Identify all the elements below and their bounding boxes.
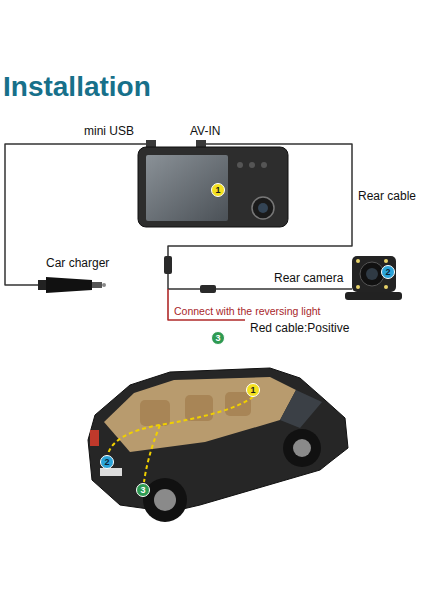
camera-mount [345, 292, 402, 300]
cable-route [144, 425, 160, 482]
callout-fill [247, 384, 260, 397]
charger-nib [102, 283, 106, 287]
charger-body [46, 277, 92, 293]
wiring [5, 144, 352, 320]
car-wheel [293, 439, 311, 457]
camera-wire [216, 288, 352, 290]
cable-route [108, 397, 253, 454]
car-seat [225, 392, 251, 416]
callout-number: 3 [140, 486, 145, 495]
car-wheel [283, 429, 321, 467]
camera-body [352, 256, 396, 292]
car-interior [104, 377, 296, 452]
callout-fill [382, 266, 395, 279]
dash-cam-lens [252, 197, 274, 219]
car-charger [38, 277, 106, 293]
callout-fill [137, 484, 150, 497]
callout-circle: 2 [381, 265, 395, 279]
callout-circle: 1 [211, 183, 225, 197]
dash-cam-screen [146, 155, 228, 221]
cable-label: Rear cable [358, 190, 416, 204]
camera-led [356, 285, 360, 289]
car-wheel [154, 489, 176, 511]
part-label: Rear camera [274, 272, 343, 286]
tail-light [90, 430, 99, 446]
dash-cam-button [249, 162, 255, 168]
camera-lens [366, 268, 378, 280]
camera-lens [360, 262, 384, 286]
callout-number: 3 [215, 334, 220, 343]
callout-circle: 3 [136, 483, 150, 497]
cable-connector [164, 256, 172, 274]
rear-camera [345, 256, 402, 300]
camera-led [384, 285, 388, 289]
license-plate [100, 468, 122, 476]
callout-number: 2 [385, 268, 390, 277]
camera-led [356, 259, 360, 263]
callout-circle: 3 [211, 331, 225, 345]
port-label: mini USB [84, 125, 134, 139]
camera-led [384, 259, 388, 263]
port-label: AV-IN [190, 125, 220, 139]
cable-connector [200, 285, 216, 293]
charger-tip [92, 282, 102, 288]
title: Installation [3, 72, 151, 103]
wiring-note: Connect with the reversing light [174, 305, 321, 317]
car-seat [140, 400, 170, 426]
charger-cap [38, 280, 46, 290]
cable-label: Red cable:Positive [250, 322, 349, 336]
car-windshield [280, 390, 322, 428]
callout-circle: 2 [100, 455, 114, 469]
part-label: Car charger [46, 257, 109, 271]
dash-cam-body [138, 147, 288, 227]
power-wire [5, 144, 146, 285]
car-wheel [143, 478, 187, 522]
callout-fill [212, 332, 225, 345]
car-body [88, 368, 348, 512]
callout-fill [101, 456, 114, 469]
dash-cam-button [261, 162, 267, 168]
car-illustration [88, 368, 348, 522]
callout-number: 1 [250, 386, 255, 395]
callout-number: 2 [104, 458, 109, 467]
dash-cam [138, 140, 288, 227]
callout-number: 1 [215, 186, 220, 195]
callout-fill [212, 184, 225, 197]
dash-cam-button [237, 162, 243, 168]
callout-circle: 1 [246, 383, 260, 397]
camera-wire [168, 274, 200, 289]
dash-cam-lens [258, 203, 268, 213]
